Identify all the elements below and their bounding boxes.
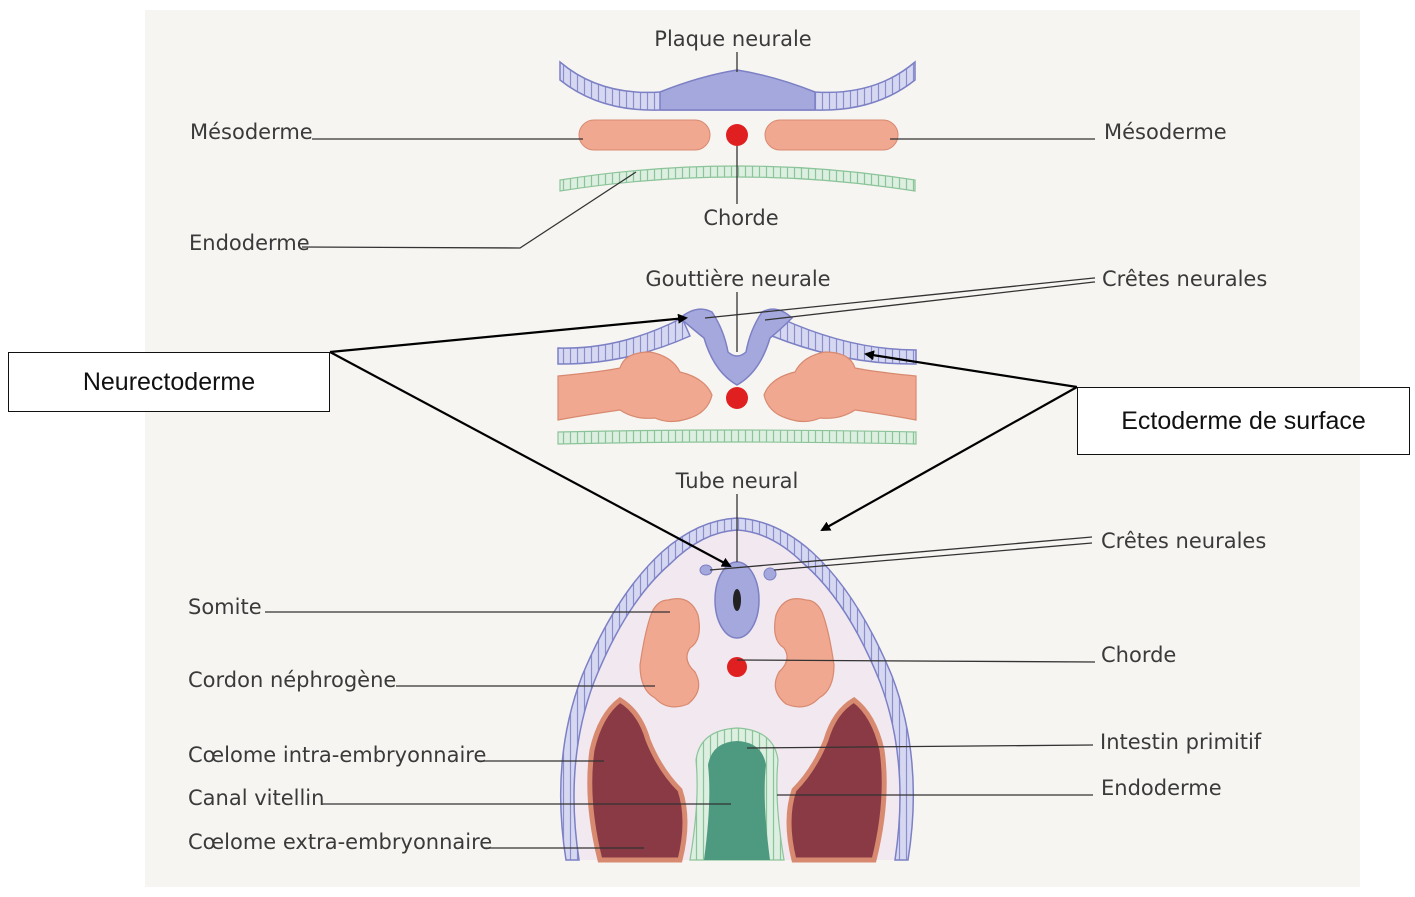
label-chorde-bottom: Chorde [1101, 643, 1176, 667]
label-canal-vitellin: Canal vitellin [188, 786, 324, 810]
label-intestin-primitif: Intestin primitif [1100, 730, 1262, 754]
notochord-top [726, 124, 748, 146]
endoderm-layer-mid [558, 430, 916, 444]
label-cretes-neurales-mid: Crêtes neurales [1102, 267, 1267, 291]
label-endoderme-top: Endoderme [189, 231, 310, 255]
stage-neural-tube [561, 518, 914, 860]
primitive-gut [704, 741, 770, 860]
mesoderm-right-top [765, 120, 898, 150]
label-gouttiere-neurale: Gouttière neurale [645, 267, 830, 291]
label-chorde-top: Chorde [703, 206, 778, 230]
mesoderm-left-top [579, 120, 710, 150]
label-plaque-neurale: Plaque neurale [654, 27, 811, 51]
neural-tube-lumen [733, 589, 741, 611]
label-mesoderme-right: Mésoderme [1104, 120, 1227, 144]
notochord-mid [726, 387, 748, 409]
label-mesoderme-left: Mésoderme [190, 120, 313, 144]
neural-groove-shape [680, 309, 792, 385]
label-cretes-neurales-bottom: Crêtes neurales [1101, 529, 1266, 553]
label-coelome-intra: Cœlome intra-embryonnaire [188, 743, 486, 767]
label-somite: Somite [188, 595, 262, 619]
callout-neurectoderme: Neurectoderme [8, 352, 330, 412]
neural-plate-shape [660, 70, 815, 110]
label-coelome-extra: Cœlome extra-embryonnaire [188, 830, 492, 854]
callout-ectoderme-surface: Ectoderme de surface [1077, 387, 1410, 455]
label-endoderme-bottom: Endoderme [1101, 776, 1222, 800]
label-cordon-nephrogene: Cordon néphrogène [188, 668, 396, 692]
label-tube-neural: Tube neural [675, 469, 799, 493]
